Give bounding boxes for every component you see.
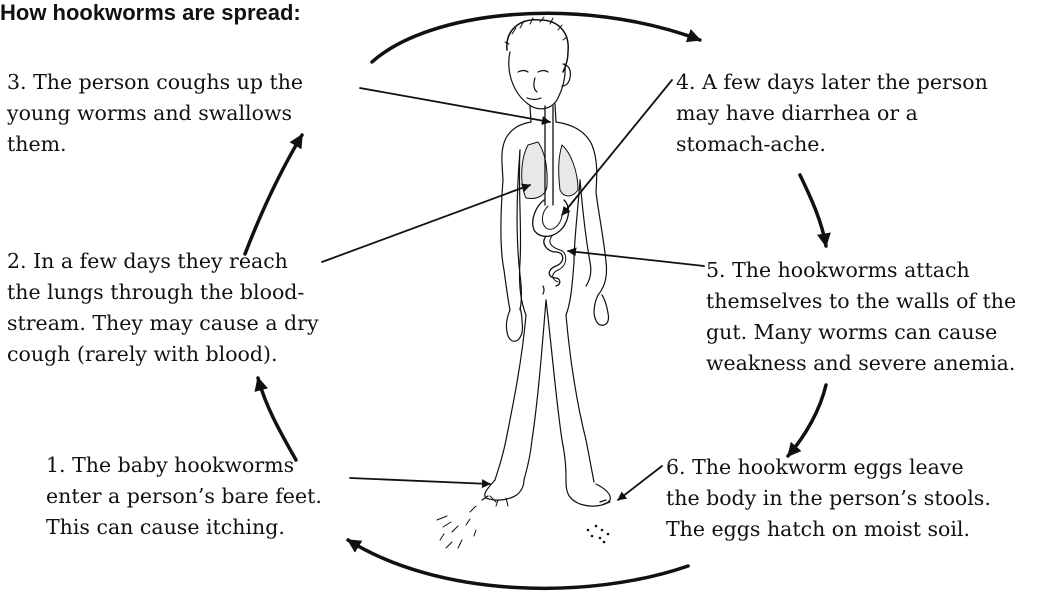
step-5-line-1: 5. The hookworms attach	[706, 258, 970, 282]
cycle-arrow-left-lower	[258, 378, 296, 460]
cycle-arrow-bottom	[348, 540, 688, 588]
pointer-arrow-step-1	[350, 478, 490, 484]
step-1-line-3: This can cause itching.	[46, 515, 285, 539]
pointer-arrows	[322, 80, 704, 500]
step-2-line-2: the lungs through the blood-	[7, 280, 304, 304]
person-figure	[482, 17, 610, 506]
step-3-line-3: them.	[7, 132, 67, 156]
step-2-line-3: stream. They may cause a dry	[7, 311, 319, 335]
cycle-arrow-right-lower	[788, 385, 826, 456]
step-3-text: 3. The person coughs up the young worms …	[7, 67, 303, 160]
step-4-text: 4. A few days later the person may have …	[676, 67, 988, 160]
egg-dots	[587, 525, 610, 544]
step-1-text: 1. The baby hookworms enter a person’s b…	[46, 450, 322, 543]
pointer-arrow-step-4	[562, 80, 672, 215]
step-2-line-1: 2. In a few days they reach	[7, 249, 288, 273]
step-5-line-4: weakness and severe anemia.	[706, 351, 1015, 375]
step-5-line-2: themselves to the walls of the	[706, 289, 1016, 313]
pointer-arrow-step-5	[568, 251, 704, 266]
step-1-line-2: enter a person’s bare feet.	[46, 484, 322, 508]
soil-larvae-marks	[437, 496, 508, 548]
step-5-line-3: gut. Many worms can cause	[706, 320, 997, 344]
step-4-line-2: may have diarrhea or a	[676, 101, 918, 125]
step-2-text: 2. In a few days they reach the lungs th…	[7, 246, 319, 370]
step-3-line-1: 3. The person coughs up the	[7, 70, 303, 94]
step-5-text: 5. The hookworms attach themselves to th…	[706, 255, 1016, 379]
step-4-line-1: 4. A few days later the person	[676, 70, 988, 94]
pointer-arrow-step-3	[360, 88, 550, 122]
step-6-line-1: 6. The hookworm eggs leave	[666, 455, 964, 479]
step-2-line-4: cough (rarely with blood).	[7, 342, 278, 366]
step-3-line-2: young worms and swallows	[7, 101, 292, 125]
pointer-arrow-step-2	[322, 185, 530, 262]
pointer-arrow-step-6	[618, 466, 662, 500]
cycle-arrow-right-upper	[800, 175, 826, 246]
cycle-arrow-top	[372, 13, 700, 62]
step-6-text: 6. The hookworm eggs leave the body in t…	[666, 452, 991, 545]
step-4-line-3: stomach-ache.	[676, 132, 826, 156]
step-6-line-2: the body in the person’s stools.	[666, 486, 991, 510]
step-6-line-3: The eggs hatch on moist soil.	[666, 517, 970, 541]
step-1-line-1: 1. The baby hookworms	[46, 453, 294, 477]
